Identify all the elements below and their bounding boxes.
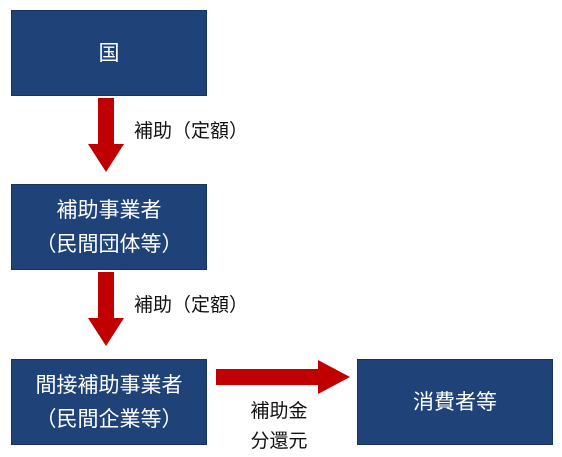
node-government: 国 <box>11 10 207 96</box>
node-subsidy-operator-line1: 補助事業者 <box>56 198 162 222</box>
arrow-operator-to-indirect <box>88 272 124 346</box>
node-subsidy-operator-line2: （民間団体等） <box>35 232 183 256</box>
node-consumers-label: 消費者等 <box>413 390 497 414</box>
edge-label-operator-to-indirect: 補助（定額） <box>134 294 249 316</box>
node-consumers: 消費者等 <box>357 359 553 445</box>
arrow-gov-to-operator <box>88 98 124 172</box>
edge-label-indirect-to-consumers-line2: 分還元 <box>250 430 308 452</box>
node-indirect-operator-line2: （民間企業等） <box>35 407 183 431</box>
node-indirect-operator: 間接補助事業者 （民間企業等） <box>11 359 207 445</box>
arrow-indirect-to-consumers <box>216 360 350 394</box>
node-subsidy-operator: 補助事業者 （民間団体等） <box>11 184 207 270</box>
edge-label-indirect-to-consumers-line1: 補助金 <box>250 400 308 422</box>
edge-label-indirect-to-consumers: 補助金 分還元 <box>236 396 322 456</box>
node-indirect-operator-line1: 間接補助事業者 <box>35 373 183 397</box>
node-government-label: 国 <box>98 41 120 65</box>
edge-label-gov-to-operator: 補助（定額） <box>134 120 249 142</box>
